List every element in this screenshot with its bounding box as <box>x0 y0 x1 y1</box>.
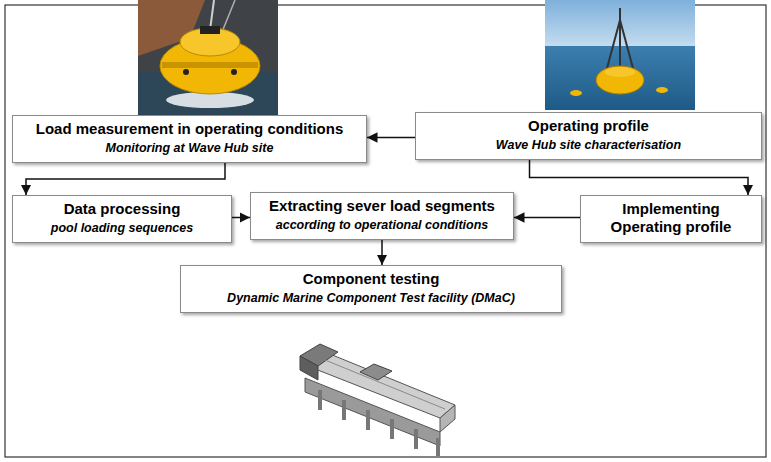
buoy-crane-photo <box>138 0 278 115</box>
buoy-body <box>596 66 644 94</box>
buoy-mast <box>606 20 620 72</box>
outer-frame <box>5 5 766 457</box>
process-box: Implementing Operating profile <box>580 195 762 243</box>
flow-arrow <box>232 217 250 219</box>
test-rig-drawing <box>300 344 455 456</box>
photo-background <box>138 0 278 115</box>
box-heading: Component testing <box>187 270 555 288</box>
box-subtitle: Dynamic Marine Component Test facility (… <box>187 291 555 306</box>
rig-leg <box>390 419 394 439</box>
rig-actuator <box>300 356 318 380</box>
buoy-mast <box>619 8 621 72</box>
buoy-top <box>605 67 635 77</box>
buoy-mast <box>620 20 634 72</box>
box-subtitle: pool loading sequences <box>19 221 225 236</box>
bolt <box>231 69 237 75</box>
box-heading: Operating profile <box>422 117 755 135</box>
box-subtitle: Monitoring at Wave Hub site <box>19 141 360 156</box>
buoy-at-sea-photo <box>545 0 695 110</box>
box-subtitle: Wave Hub site characterisation <box>422 138 755 153</box>
box-heading: Data processing <box>19 200 225 218</box>
rig-leg <box>366 410 370 430</box>
buoy-band <box>162 62 258 68</box>
process-box: Extracting sever load segments according … <box>250 192 514 240</box>
rig-leg <box>342 400 346 420</box>
rig-rail <box>325 360 445 409</box>
flow-arrow <box>514 217 580 219</box>
box-heading: Implementing Operating profile <box>596 200 746 236</box>
float <box>656 87 668 93</box>
lifting-eye <box>200 26 220 34</box>
process-box: Data processing pool loading sequences <box>12 195 232 243</box>
flow-arrow <box>381 240 383 265</box>
rig-leg <box>414 429 418 449</box>
rig-leg <box>318 390 322 410</box>
flow-arrow <box>530 160 748 195</box>
rig-leg <box>436 438 440 456</box>
bolt <box>183 69 189 75</box>
rig-top <box>305 352 455 418</box>
flow-arrow <box>367 137 415 139</box>
float <box>570 90 582 96</box>
box-heading: Load measurement in operating conditions <box>19 120 360 138</box>
process-box: Component testingDynamic Marine Componen… <box>180 265 562 313</box>
flow-arrow <box>26 163 225 195</box>
crane-cable <box>222 0 235 32</box>
process-box: Operating profileWave Hub site character… <box>415 112 762 160</box>
process-box: Load measurement in operating conditions… <box>12 115 367 163</box>
rig-carriage <box>360 364 392 380</box>
box-heading: Extracting sever load segments <box>257 197 507 215</box>
rig-end <box>440 405 455 432</box>
crane-cable <box>210 0 214 30</box>
box-subtitle: according to operational conditions <box>257 218 507 233</box>
